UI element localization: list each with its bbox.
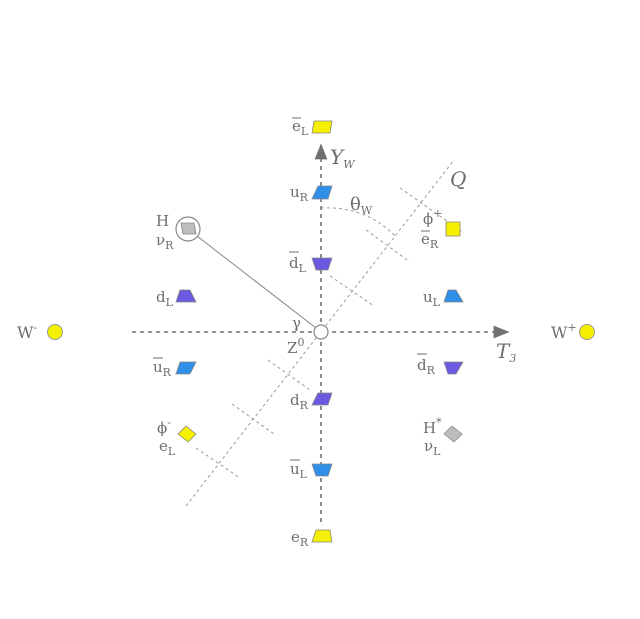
higgs-label: H xyxy=(156,212,169,230)
theta-w-label: θW xyxy=(350,194,373,217)
e-l-bar-label: eL xyxy=(292,117,309,138)
higgs-glyph xyxy=(180,222,197,235)
photon-z-boson-icon xyxy=(313,324,329,340)
q-tick xyxy=(399,187,465,234)
d-l-bar-glyph xyxy=(311,257,333,271)
phi-plus-glyph xyxy=(445,221,461,237)
h-star-glyph xyxy=(443,425,463,443)
nu-l-label: νL xyxy=(424,437,441,458)
h-star-label: H* xyxy=(423,416,442,437)
u-r-bar-label: uR xyxy=(153,358,172,379)
e-l-bar-glyph xyxy=(311,120,333,134)
d-l-glyph xyxy=(175,289,197,303)
phi-minus-label: ϕ- xyxy=(157,416,171,437)
u-l-label: uL xyxy=(423,288,441,309)
u-l-glyph xyxy=(443,289,464,303)
q-label: Q xyxy=(450,167,466,191)
t3-label: T3 xyxy=(496,339,516,365)
w-plus-label: W+ xyxy=(551,321,577,342)
z0-label: Z0 xyxy=(287,336,304,357)
u-r-label: uR xyxy=(290,183,309,204)
theta-arc xyxy=(320,207,396,237)
w-minus-boson-icon xyxy=(47,324,63,340)
u-r-bar-glyph xyxy=(175,361,197,375)
d-r-label: dR xyxy=(290,391,309,412)
yw-label: YW xyxy=(330,145,356,171)
phi-plus-label: ϕ+ xyxy=(423,207,442,228)
q-tick xyxy=(195,447,241,479)
q-tick xyxy=(267,359,311,391)
gamma-label: γ xyxy=(292,314,301,332)
u-r-glyph xyxy=(311,185,333,200)
particle-labels: eL uR dL H νR dL uR ϕ- eL ϕ+ eR uL dR H*… xyxy=(17,117,577,549)
q-tick xyxy=(231,403,275,435)
e-r-glyph xyxy=(311,529,333,543)
particle-glyphs xyxy=(175,120,464,543)
e-r-label: eR xyxy=(291,528,309,549)
phi-minus-glyph xyxy=(177,425,197,443)
q-tick xyxy=(329,275,375,307)
d-r-glyph xyxy=(311,392,333,406)
e-l-label: eL xyxy=(159,437,176,458)
nu-r-label: νR xyxy=(156,231,174,252)
e-r-bar-label: eR xyxy=(421,230,439,251)
d-l-bar-label: dL xyxy=(289,254,307,275)
d-r-bar-glyph xyxy=(443,361,464,375)
w-plus-boson-icon xyxy=(579,324,595,340)
d-l-label: dL xyxy=(156,288,174,309)
u-l-bar-glyph xyxy=(311,463,333,477)
w-minus-label: W- xyxy=(17,321,37,342)
u-l-bar-label: uL xyxy=(290,460,308,481)
d-r-bar-label: dR xyxy=(417,356,436,377)
higgs-line xyxy=(196,235,317,329)
q-tick xyxy=(365,229,411,263)
